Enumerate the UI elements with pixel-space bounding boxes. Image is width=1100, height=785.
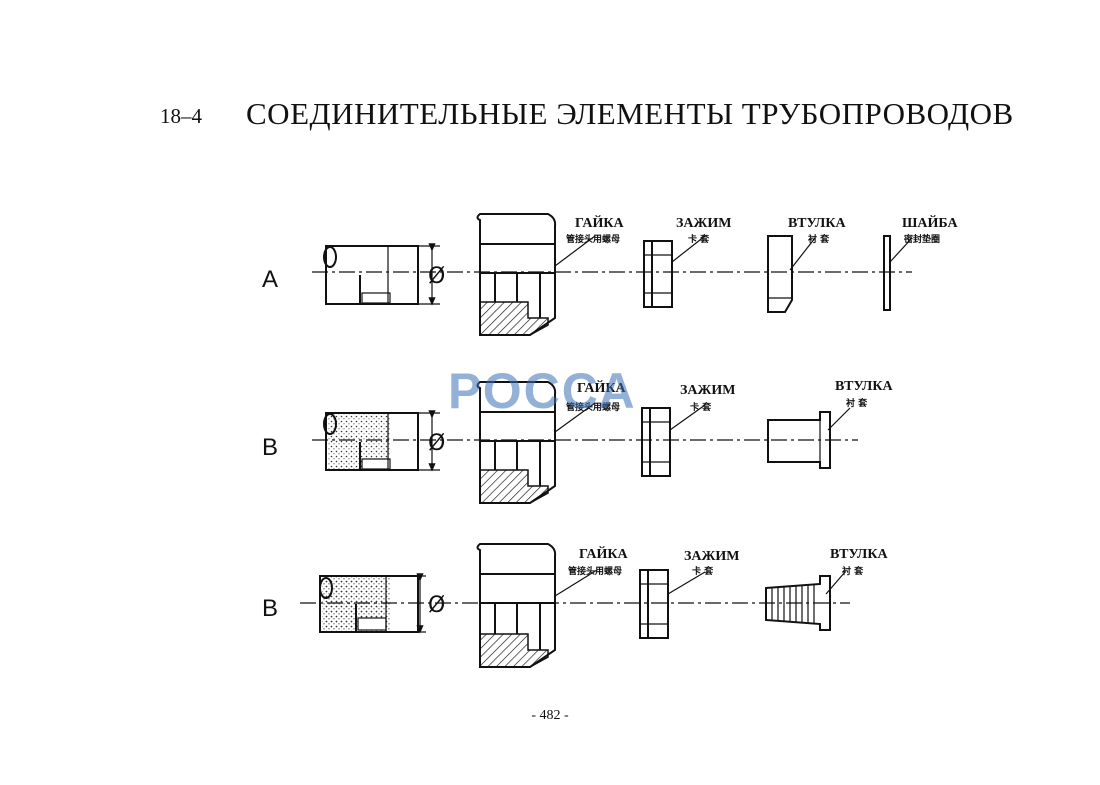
nut bbox=[476, 543, 557, 668]
clamp-ring bbox=[641, 407, 671, 477]
part-label-nut: ГАЙКА bbox=[577, 379, 627, 396]
page-number: - 482 - bbox=[531, 708, 569, 723]
part-label-washer: ШАЙБА bbox=[902, 214, 958, 231]
pipe: Ø bbox=[323, 243, 445, 306]
watermark-text: РОССА bbox=[448, 363, 637, 419]
pipe: Ø bbox=[319, 573, 445, 634]
part-label-clamp: ЗАЖИМ bbox=[676, 216, 731, 231]
part-sublabel-nut: 管接头用螺母 bbox=[566, 401, 620, 413]
row-a: A Ø bbox=[262, 213, 958, 336]
diameter-symbol: Ø bbox=[428, 264, 445, 289]
part-sublabel-nut: 管接头用螺母 bbox=[568, 565, 622, 577]
page-title: СОЕДИНИТЕЛЬНЫЕ ЭЛЕМЕНТЫ ТРУБОПРОВОДОВ bbox=[246, 96, 1014, 131]
nut bbox=[476, 213, 557, 336]
part-label-clamp: ЗАЖИМ bbox=[684, 549, 739, 564]
part-label-nut: ГАЙКА bbox=[579, 545, 629, 562]
page-heading: 18–4 СОЕДИНИТЕЛЬНЫЕ ЭЛЕМЕНТЫ ТРУБОПРОВОД… bbox=[0, 96, 1100, 136]
bushing bbox=[767, 235, 793, 313]
part-sublabel-clamp: 卡 套 bbox=[690, 401, 712, 413]
part-sublabel-clamp: 卡 套 bbox=[692, 565, 714, 577]
row-letter: B bbox=[262, 434, 278, 461]
part-label-nut: ГАЙКА bbox=[575, 214, 625, 231]
row-letter: A bbox=[262, 266, 278, 293]
nut bbox=[476, 381, 557, 504]
row-letter: B bbox=[262, 595, 278, 622]
part-label-bushing: ВТУЛКА bbox=[830, 547, 889, 562]
row-b-second: B Ø bbox=[262, 543, 889, 668]
clamp-ring bbox=[643, 240, 673, 308]
watermark-logo: РОССА bbox=[448, 363, 637, 419]
bushing bbox=[765, 575, 831, 631]
part-label-bushing: ВТУЛКА bbox=[788, 216, 847, 231]
part-sublabel-clamp: 卡 套 bbox=[688, 233, 710, 245]
diameter-symbol: Ø bbox=[428, 593, 445, 618]
diameter-symbol: Ø bbox=[428, 431, 445, 456]
part-sublabel-bushing: 衬 套 bbox=[842, 565, 864, 577]
clamp-ring bbox=[639, 569, 669, 639]
pipe: Ø bbox=[323, 410, 445, 472]
part-label-bushing: ВТУЛКА bbox=[835, 379, 894, 394]
part-sublabel-bushing: 衬 套 bbox=[846, 397, 868, 409]
part-label-clamp: ЗАЖИМ bbox=[680, 383, 735, 398]
row-b-first: B Ø bbox=[262, 379, 894, 504]
part-sublabel-nut: 管接头用螺母 bbox=[566, 233, 620, 245]
washer bbox=[883, 235, 891, 311]
part-sublabel-washer: 密封垫圈 bbox=[903, 233, 940, 245]
section-number: 18–4 bbox=[160, 104, 202, 128]
bushing bbox=[767, 411, 831, 469]
part-sublabel-bushing: 衬 套 bbox=[808, 233, 830, 245]
